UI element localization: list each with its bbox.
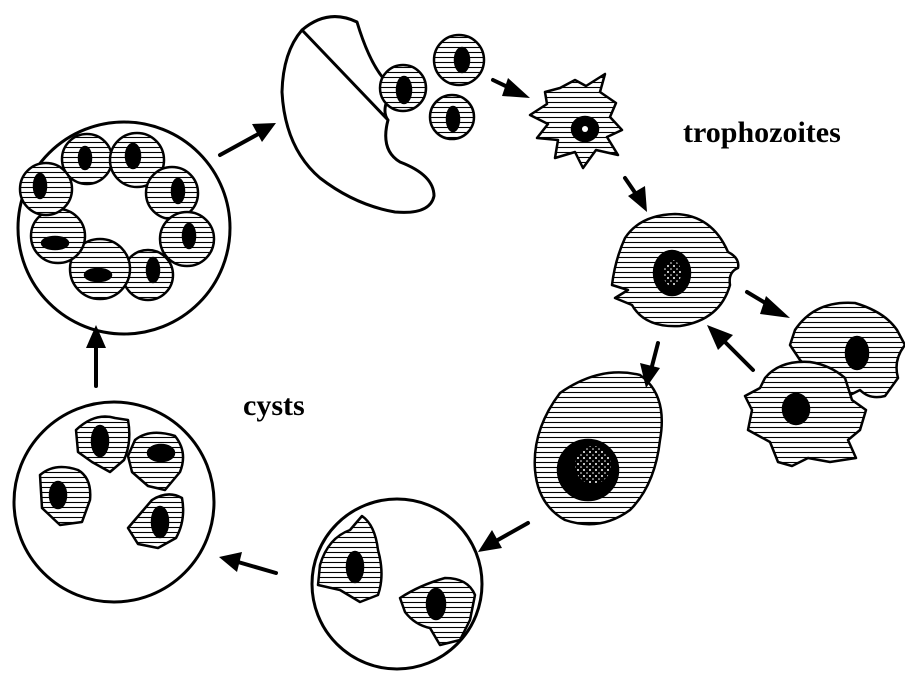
precyst [535,372,662,524]
arrow-to-quadrinucleate-cyst [219,552,276,573]
immature-cyst [312,499,482,669]
arrow-trophozoite-down [625,178,647,212]
trophozoite-round [612,214,738,326]
arrow-amoebulae-to-trophozoite [493,78,530,98]
arrow-from-dividing [707,325,753,370]
mature-cyst-8-nuclei [18,122,230,334]
quadrinucleate-cyst [14,402,214,602]
trophozoites-label: trophozoites [683,116,841,150]
arrow-cyst-to-excystation [220,123,276,155]
metacystic-trophozoite [530,74,622,168]
arrow-to-immature-cyst [478,523,528,552]
cysts-label: cysts [243,389,305,423]
arrow-to-dividing [747,292,790,318]
amoebulae [380,35,484,139]
arrow-to-mature-cyst [86,325,106,386]
excysting-shell [282,17,434,213]
dividing-trophozoites [745,303,905,466]
